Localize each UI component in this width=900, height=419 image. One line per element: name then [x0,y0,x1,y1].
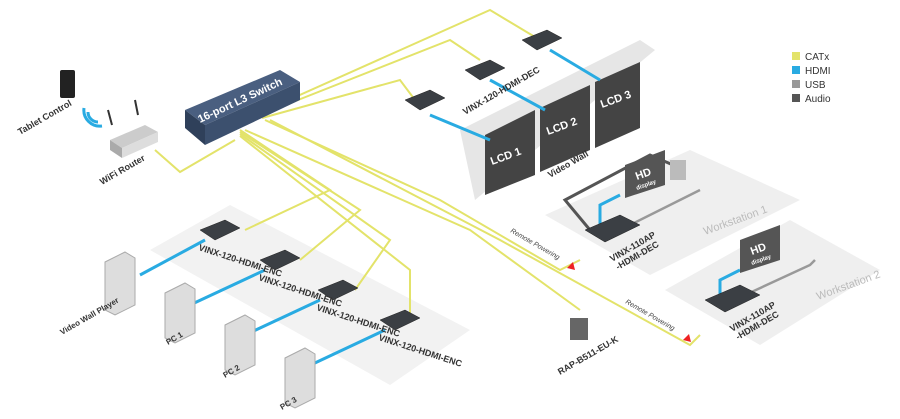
tablet-label: Tablet Control [16,98,73,137]
legend: CATx HDMI USB Audio [792,52,831,105]
legend-label-usb: USB [805,80,826,91]
wifi-signal-icon [82,107,103,128]
hd2-label: HD [749,241,768,258]
legend-swatch-usb [792,80,800,88]
remote-powering-label-2: Remote Powering [624,299,676,333]
l3-switch-icon [185,70,300,145]
workstation1-platform [545,150,800,275]
legend-swatch-hdmi [792,66,800,74]
video-wall-player-label: Video Wall Player [59,296,121,337]
rap-panel-icon [570,318,588,340]
encoder-platform [150,205,470,385]
legend-label-catx: CATx [805,52,829,63]
remote-power-marker-1 [567,262,575,270]
legend-swatch-catx [792,52,800,60]
rap-label: RAP-B511-EU-K [556,334,620,377]
video-wall [460,40,655,200]
decoder-devices [404,29,761,313]
encoder-devices [199,219,421,331]
legend-label-hdmi: HDMI [805,66,831,77]
legend-label-audio: Audio [805,94,831,105]
hd-display-icons [625,150,780,273]
tablet-icon [60,70,75,98]
wifi-router-icon [107,99,158,158]
pc-towers [104,251,316,409]
remote-power-marker-2 [683,334,691,342]
legend-swatch-audio [792,94,800,102]
hd1-label: HD [634,166,653,183]
